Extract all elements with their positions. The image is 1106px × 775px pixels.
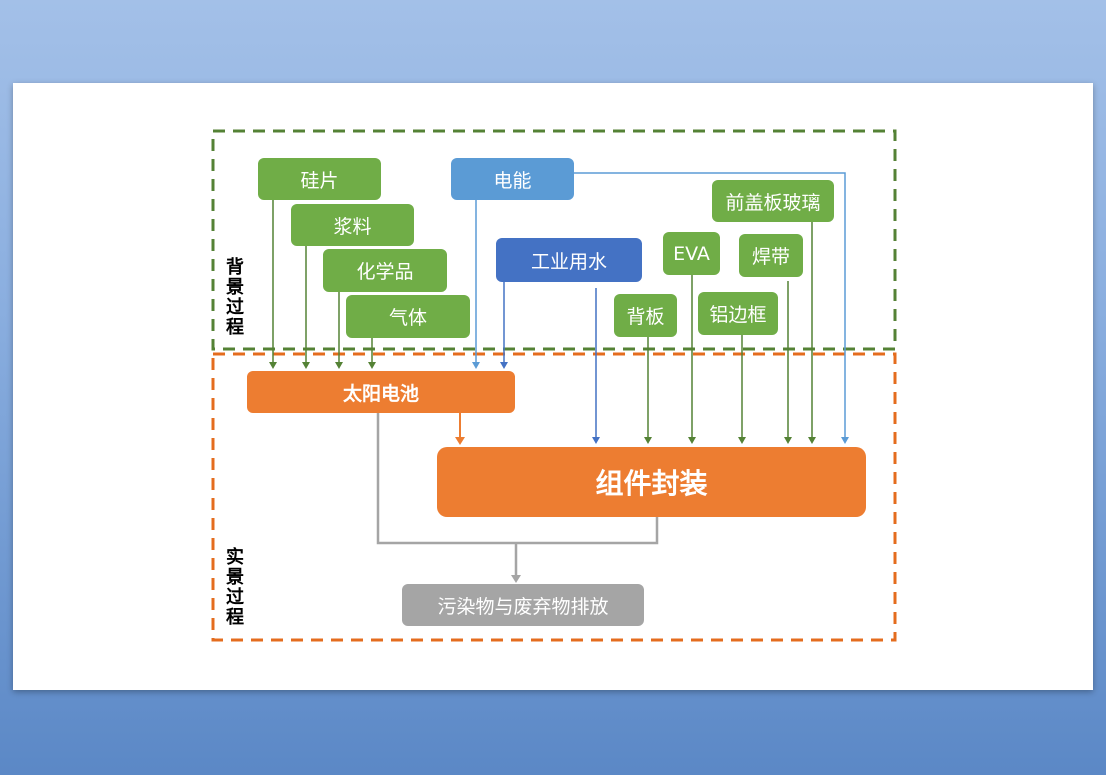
node-chemicals: 化学品	[323, 249, 447, 292]
node-aluminum-frame: 铝边框	[698, 292, 778, 335]
node-silicon: 硅片	[258, 158, 381, 200]
arrow-electricity-module	[574, 172, 846, 437]
node-gas: 气体	[346, 295, 470, 338]
node-paste: 浆料	[291, 204, 414, 246]
node-backsheet: 背板	[614, 294, 677, 337]
arrowheads	[269, 362, 849, 583]
node-emissions: 污染物与废弃物排放	[402, 584, 644, 626]
node-electricity: 电能	[451, 158, 574, 200]
arrow-emissions	[376, 413, 659, 576]
foreground-process-boundary	[211, 352, 897, 642]
background-process-label: 背景过程	[226, 257, 244, 338]
node-front-glass: 前盖板玻璃	[712, 180, 834, 222]
node-ribbon: 焊带	[739, 234, 803, 277]
node-solar-cell: 太阳电池	[247, 371, 515, 413]
node-industrial-water: 工业用水	[496, 238, 642, 282]
node-module-packaging: 组件封装	[437, 447, 866, 517]
background-process-boundary	[211, 129, 897, 351]
node-eva: EVA	[663, 232, 720, 275]
foreground-process-label: 实景过程	[226, 547, 244, 628]
